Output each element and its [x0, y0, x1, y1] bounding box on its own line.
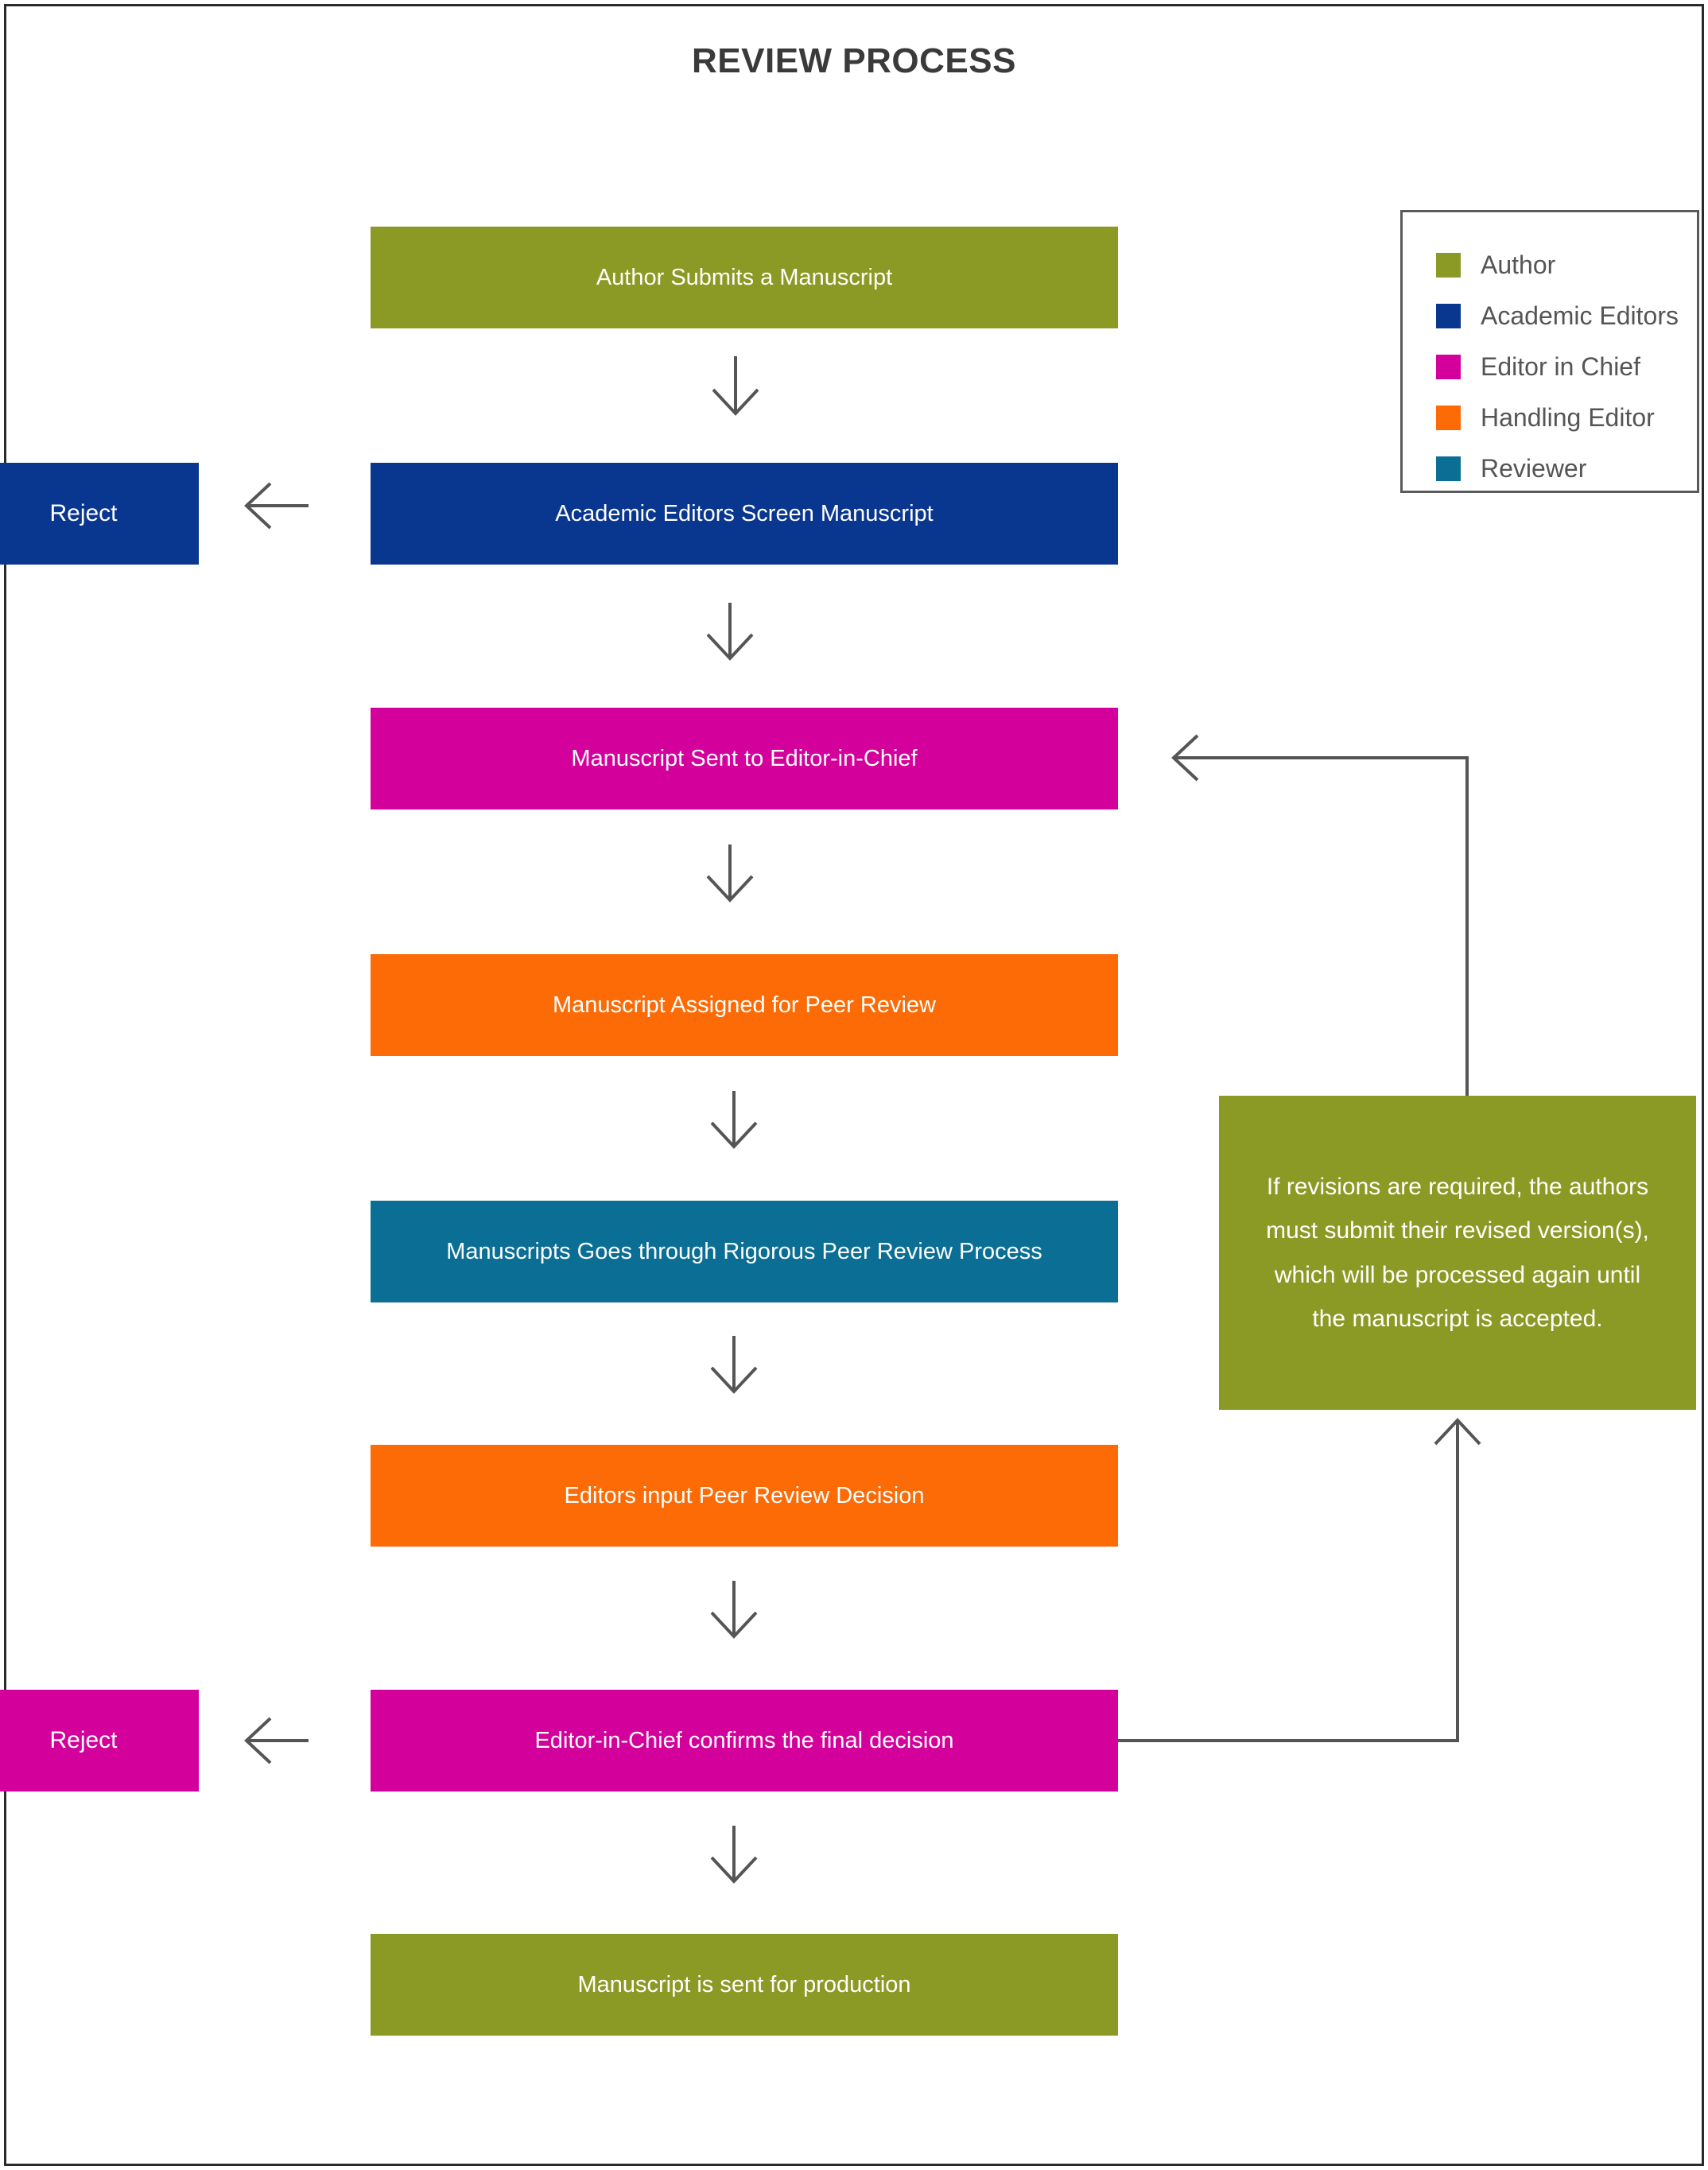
- flow-node-manuscript-assigned-peer-review[interactable]: Manuscript Assigned for Peer Review: [371, 954, 1118, 1056]
- arrow-confirm-to-reject: [244, 1717, 309, 1764]
- flow-node-label: Manuscripts Goes through Rigorous Peer R…: [446, 1238, 1042, 1264]
- arrow-assign-to-peer-review: [710, 1091, 758, 1149]
- legend: Author Academic Editors Editor in Chief …: [1400, 210, 1699, 493]
- flow-node-reject-screening[interactable]: Reject: [0, 463, 199, 565]
- legend-swatch-icon: [1436, 456, 1461, 481]
- legend-item-reviewer: Reviewer: [1436, 443, 1697, 494]
- arrow-note-to-eic: [1171, 734, 1469, 1096]
- legend-item-academic-editors: Academic Editors: [1436, 290, 1697, 341]
- legend-swatch-icon: [1436, 354, 1461, 379]
- flow-node-manuscript-sent-to-editor-in-chief[interactable]: Manuscript Sent to Editor-in-Chief: [371, 708, 1118, 809]
- arrow-confirm-to-note: [1118, 1418, 1481, 1742]
- arrow-submit-to-screen: [712, 356, 759, 416]
- legend-label: Reviewer: [1481, 453, 1587, 483]
- flow-node-label: Editors input Peer Review Decision: [564, 1482, 925, 1508]
- flow-node-label: Academic Editors Screen Manuscript: [555, 500, 934, 526]
- legend-label: Academic Editors: [1481, 301, 1679, 330]
- flow-node-eic-confirms-final-decision[interactable]: Editor-in-Chief confirms the final decis…: [371, 1690, 1118, 1792]
- legend-swatch-icon: [1436, 303, 1461, 328]
- flow-node-label: Editor-in-Chief confirms the final decis…: [534, 1727, 954, 1753]
- revision-note-text: If revisions are required, the authors m…: [1266, 1173, 1649, 1333]
- legend-swatch-icon: [1436, 252, 1461, 278]
- arrow-screen-to-reject: [244, 482, 309, 530]
- legend-item-editor-in-chief: Editor in Chief: [1436, 341, 1697, 392]
- page-title: REVIEW PROCESS: [692, 41, 1016, 80]
- flow-node-academic-editors-screen[interactable]: Academic Editors Screen Manuscript: [371, 463, 1118, 565]
- arrow-screen-to-eic: [706, 603, 754, 661]
- flow-node-reject-final[interactable]: Reject: [0, 1690, 199, 1792]
- flow-node-editors-input-decision[interactable]: Editors input Peer Review Decision: [371, 1445, 1118, 1547]
- flow-node-label: Author Submits a Manuscript: [596, 264, 893, 290]
- legend-item-author: Author: [1436, 239, 1697, 290]
- legend-label: Author: [1481, 250, 1556, 279]
- reject-label: Reject: [49, 1727, 118, 1753]
- legend-label: Editor in Chief: [1481, 351, 1640, 381]
- flow-node-rigorous-peer-review[interactable]: Manuscripts Goes through Rigorous Peer R…: [371, 1201, 1118, 1302]
- flow-node-label: Manuscript Sent to Editor-in-Chief: [571, 745, 918, 771]
- revision-note-box: If revisions are required, the authors m…: [1219, 1096, 1696, 1410]
- arrow-peer-review-to-input: [710, 1336, 758, 1394]
- arrow-confirm-to-production: [710, 1826, 758, 1884]
- legend-swatch-icon: [1436, 405, 1461, 430]
- legend-item-handling-editor: Handling Editor: [1436, 392, 1697, 443]
- flow-node-label: Manuscript is sent for production: [577, 1971, 911, 1997]
- reject-label: Reject: [49, 500, 118, 526]
- arrow-input-to-confirm: [710, 1581, 758, 1639]
- flow-node-label: Manuscript Assigned for Peer Review: [553, 992, 936, 1018]
- legend-label: Handling Editor: [1481, 402, 1655, 432]
- flow-node-manuscript-sent-for-production[interactable]: Manuscript is sent for production: [371, 1934, 1118, 2036]
- arrow-eic-to-assign: [706, 844, 754, 903]
- flow-node-author-submits[interactable]: Author Submits a Manuscript: [371, 227, 1118, 328]
